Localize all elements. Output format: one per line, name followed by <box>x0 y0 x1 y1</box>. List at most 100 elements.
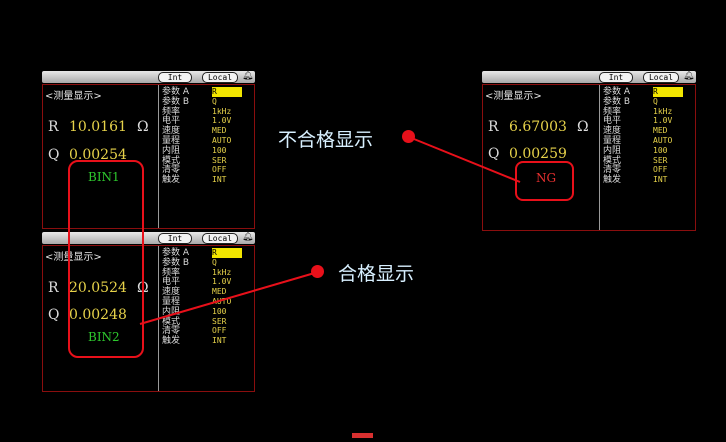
local-indicator: Local <box>202 72 238 83</box>
param-value: AUTO <box>212 296 232 306</box>
param-name: 量程 <box>162 296 181 307</box>
param-row: 频率 1kHz <box>162 107 254 117</box>
param-name: 清零 <box>162 165 181 176</box>
param-value: OFF <box>212 165 227 175</box>
param-row: 触发 INT <box>162 336 254 346</box>
param-name: 速度 <box>603 126 622 137</box>
panel-divider <box>158 246 159 391</box>
primary-value: 6.67003 <box>509 119 567 135</box>
int-indicator: Int <box>599 72 633 83</box>
param-value: INT <box>212 336 227 346</box>
param-name: 参数 A <box>162 248 190 258</box>
primary-unit: Ω <box>137 280 149 296</box>
param-name: 参数 B <box>162 96 190 107</box>
param-name: 频率 <box>162 106 181 117</box>
param-row: 参数 B Q <box>603 97 695 107</box>
param-value: MED <box>653 126 668 136</box>
primary-unit: Ω <box>137 119 149 135</box>
bell-icon: 🔔︎ <box>242 71 254 81</box>
panel-header: <测量显示> <box>45 91 102 102</box>
param-name: 触发 <box>162 175 181 186</box>
param-value: OFF <box>212 326 227 336</box>
local-indicator: Local <box>643 72 679 83</box>
int-indicator: Int <box>158 72 192 83</box>
primary-label: R <box>488 119 499 135</box>
param-name: 电平 <box>603 116 622 127</box>
bin-result: BIN1 <box>88 170 120 184</box>
param-row: 清零 OFF <box>162 326 254 336</box>
secondary-label: Q <box>488 146 500 162</box>
param-value: AUTO <box>212 135 232 145</box>
param-name: 清零 <box>603 165 622 176</box>
primary-unit: Ω <box>577 119 589 135</box>
param-value: INT <box>653 175 668 185</box>
param-name: 参数 B <box>162 257 190 268</box>
param-name: 触发 <box>162 336 181 347</box>
param-name: 清零 <box>162 326 181 337</box>
int-indicator: Int <box>158 233 192 244</box>
meter-screen-1: Int Local 🔔︎ <测量显示> R 10.0161 Ω Q 0.0025… <box>42 71 255 229</box>
param-name: 内阻 <box>603 145 622 156</box>
param-row: 清零 OFF <box>162 165 254 175</box>
fail-callout-dot <box>402 130 415 143</box>
param-name: 模式 <box>603 155 622 166</box>
slide-indicator <box>352 433 373 438</box>
param-row: 模式 SER <box>162 156 254 166</box>
param-value: R <box>653 87 683 97</box>
param-row: 参数 B Q <box>162 97 254 107</box>
primary-label: R <box>48 280 59 296</box>
param-value: MED <box>212 126 227 136</box>
param-name: 触发 <box>603 175 622 186</box>
param-row: 参数 B Q <box>162 258 254 268</box>
param-row: 速度 MED <box>603 126 695 136</box>
secondary-value: 0.00254 <box>69 147 127 163</box>
panel-divider <box>158 85 159 228</box>
param-value: R <box>212 87 242 97</box>
param-row: 内阻 100 <box>603 146 695 156</box>
param-value: 1kHz <box>212 267 232 277</box>
local-indicator: Local <box>202 233 238 244</box>
status-bar: Int Local 🔔︎ <box>42 71 255 83</box>
param-name: 电平 <box>162 116 181 127</box>
param-name: 频率 <box>603 106 622 117</box>
panel-divider <box>599 85 600 230</box>
primary-value: 20.0524 <box>69 280 127 296</box>
bin-result: BIN2 <box>88 330 120 344</box>
param-value: 1kHz <box>212 106 232 116</box>
param-value: 100 <box>653 145 668 155</box>
param-value: 1.0V <box>653 116 673 126</box>
param-value: SER <box>212 155 227 165</box>
param-value: SER <box>653 155 668 165</box>
meter-screen-3: Int Local 🔔︎ <测量显示> R 6.67003 Ω Q 0.0025… <box>482 71 696 231</box>
param-name: 参数 B <box>603 96 631 107</box>
fail-callout-label: 不合格显示 <box>278 129 374 151</box>
panel-header: <测量显示> <box>485 91 542 102</box>
param-value: Q <box>653 96 658 106</box>
param-value: Q <box>212 257 217 267</box>
param-value: MED <box>212 287 227 297</box>
bin-result: NG <box>536 171 557 185</box>
meter-screen-2: Int Local 🔔︎ <测量显示> R 20.0524 Ω Q 0.0024… <box>42 232 255 392</box>
param-value: Q <box>212 96 217 106</box>
param-value: 100 <box>212 306 227 316</box>
secondary-value: 0.00259 <box>509 146 567 162</box>
param-name: 模式 <box>162 155 181 166</box>
